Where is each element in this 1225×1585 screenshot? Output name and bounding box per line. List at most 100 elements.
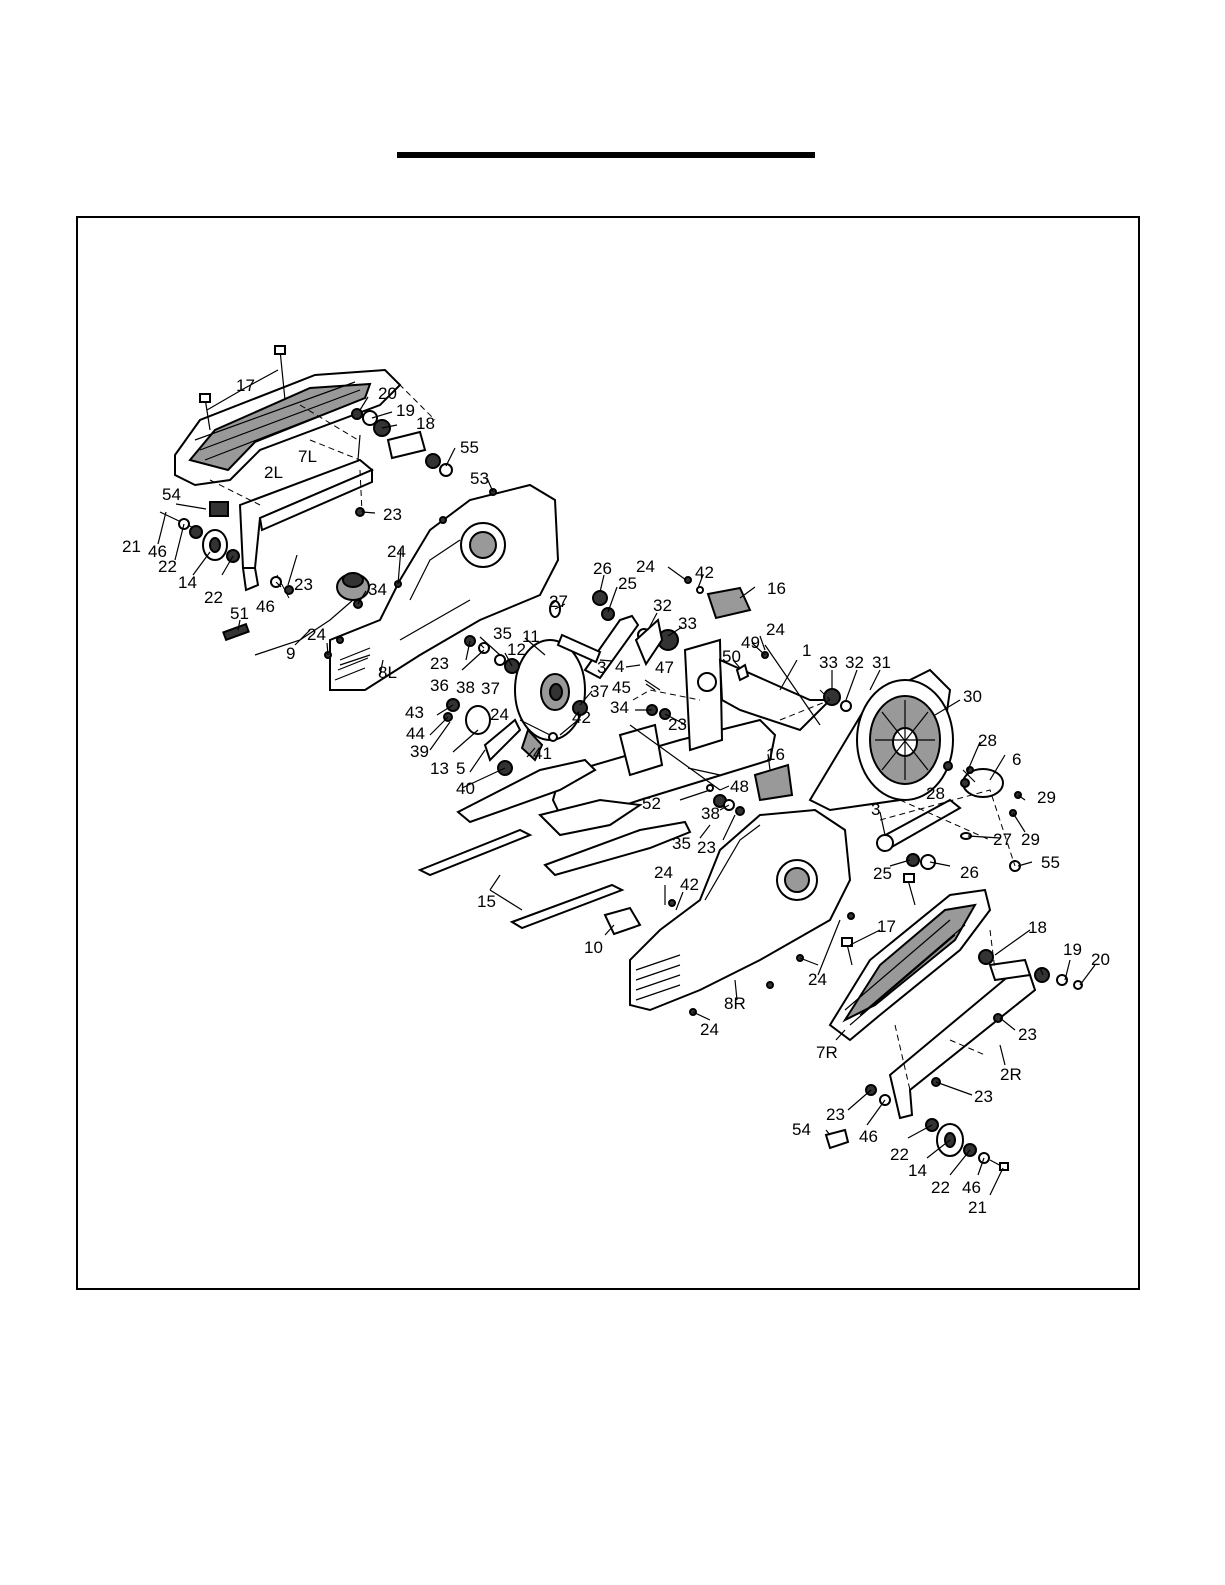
label-32: 32: [653, 596, 672, 615]
label-3: 3: [597, 658, 606, 677]
label-24: 24: [636, 557, 655, 576]
label-35: 35: [672, 834, 691, 853]
label-54: 54: [162, 485, 181, 504]
label-14: 14: [178, 573, 197, 592]
label-26: 26: [960, 863, 979, 882]
label-34: 34: [368, 580, 387, 599]
label-7R: 7R: [816, 1043, 838, 1062]
label-18: 18: [416, 414, 435, 433]
label-22: 22: [158, 557, 177, 576]
label-53: 53: [470, 469, 489, 488]
label-16: 16: [766, 745, 785, 764]
label-47: 47: [655, 658, 674, 677]
label-1: 1: [802, 641, 811, 660]
label-18: 18: [1028, 918, 1047, 937]
label-52: 52: [642, 794, 661, 813]
label-24: 24: [654, 863, 673, 882]
label-46: 46: [859, 1127, 878, 1146]
label-24: 24: [808, 970, 827, 989]
label-37: 37: [481, 679, 500, 698]
label-19: 19: [1063, 940, 1082, 959]
label-23: 23: [826, 1105, 845, 1124]
label-42: 42: [680, 875, 699, 894]
label-50: 50: [722, 647, 741, 666]
label-25: 25: [873, 864, 892, 883]
label-38: 38: [456, 678, 475, 697]
label-2R: 2R: [1000, 1065, 1022, 1084]
label-23: 23: [430, 654, 449, 673]
label-23: 23: [383, 505, 402, 524]
label-6: 6: [1012, 750, 1021, 769]
label-28: 28: [926, 784, 945, 803]
label-37: 37: [590, 682, 609, 701]
label-32: 32: [845, 653, 864, 672]
label-42: 42: [572, 708, 591, 727]
label-30: 30: [963, 687, 982, 706]
label-39: 39: [410, 742, 429, 761]
label-22: 22: [204, 588, 223, 607]
label-49: 49: [741, 633, 760, 652]
label-9: 9: [286, 644, 295, 663]
label-54: 54: [792, 1120, 811, 1139]
label-24: 24: [307, 625, 326, 644]
label-4: 4: [615, 657, 624, 676]
label-33: 33: [678, 614, 697, 633]
label-10: 10: [584, 938, 603, 957]
label-31: 31: [872, 653, 891, 672]
label-17: 17: [877, 917, 896, 936]
label-55: 55: [1041, 853, 1060, 872]
label-2L: 2L: [264, 463, 283, 482]
label-26: 26: [593, 559, 612, 578]
label-34: 34: [610, 698, 629, 717]
label-19: 19: [396, 401, 415, 420]
label-22: 22: [890, 1145, 909, 1164]
label-36: 36: [430, 676, 449, 695]
label-46: 46: [256, 597, 275, 616]
label-8R: 8R: [724, 994, 746, 1013]
left-wheel: [160, 512, 239, 562]
label-28: 28: [978, 731, 997, 750]
label-43: 43: [405, 703, 424, 722]
label-23: 23: [294, 575, 313, 594]
label-48: 48: [730, 777, 749, 796]
label-45: 45: [612, 678, 631, 697]
label-27: 27: [549, 592, 568, 611]
label-33: 33: [819, 653, 838, 672]
label-7L: 7L: [298, 447, 317, 466]
label-23: 23: [1018, 1025, 1037, 1044]
label-27: 27: [993, 830, 1012, 849]
label-51: 51: [230, 604, 249, 623]
label-46: 46: [962, 1178, 981, 1197]
label-14: 14: [908, 1161, 927, 1180]
label-15: 15: [477, 892, 496, 911]
label-11: 11: [522, 627, 540, 646]
label-24: 24: [490, 705, 509, 724]
label-3: 3: [871, 800, 880, 819]
label-21: 21: [122, 537, 141, 556]
label-29: 29: [1021, 830, 1040, 849]
label-20: 20: [1091, 950, 1110, 969]
label-29: 29: [1037, 788, 1056, 807]
label-22: 22: [931, 1178, 950, 1197]
label-24: 24: [387, 542, 406, 561]
label-40: 40: [456, 779, 475, 798]
label-8L: 8L: [378, 663, 397, 682]
label-23: 23: [697, 838, 716, 857]
label-24: 24: [700, 1020, 719, 1039]
label-20: 20: [378, 384, 397, 403]
label-55: 55: [460, 438, 479, 457]
label-41: 41: [533, 744, 552, 763]
label-17: 17: [236, 376, 255, 395]
label-16: 16: [767, 579, 786, 598]
label-21: 21: [968, 1198, 987, 1217]
label-25: 25: [618, 574, 637, 593]
label-23: 23: [668, 715, 687, 734]
label-13: 13: [430, 759, 449, 778]
label-5: 5: [456, 759, 465, 778]
label-23: 23: [974, 1087, 993, 1106]
label-24: 24: [766, 620, 785, 639]
label-44: 44: [406, 724, 425, 743]
label-38: 38: [701, 804, 720, 823]
label-42: 42: [695, 563, 714, 582]
